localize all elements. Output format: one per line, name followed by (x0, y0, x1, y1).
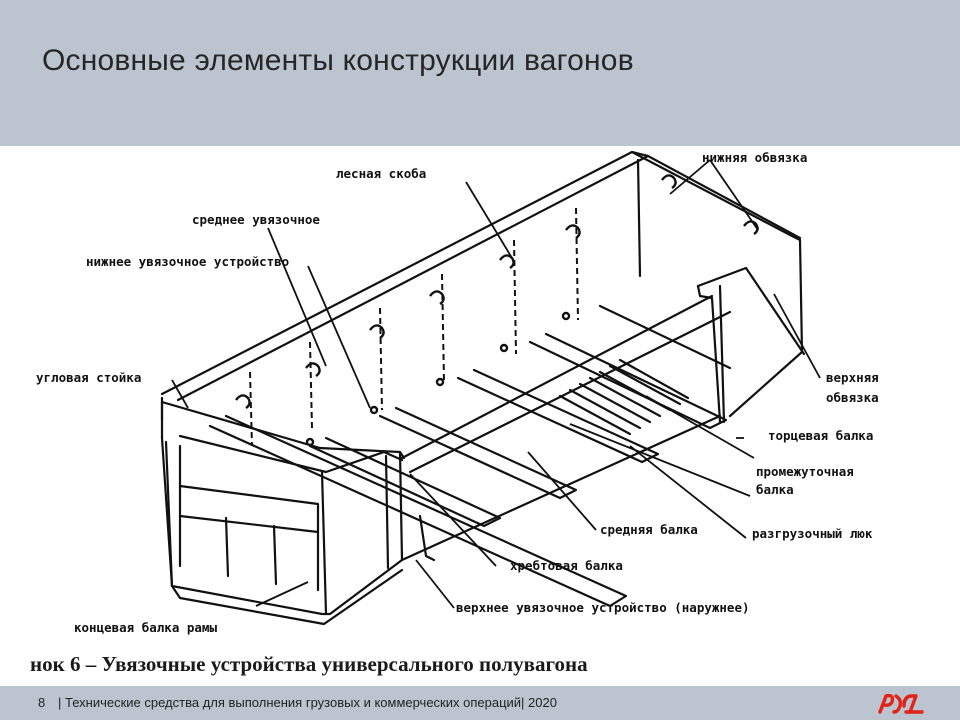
leader-lines (171, 159, 821, 609)
label-promezhutochnaya: промежуточная (756, 464, 854, 479)
slide-footer: 8 | Технические средства для выполнения … (0, 686, 960, 720)
footer-text: | Технические средства для выполнения гр… (58, 695, 557, 710)
rzd-logo-icon (878, 693, 924, 714)
label-razgruzochny-lyuk: разгрузочный люк (752, 526, 873, 541)
label-srednyaya-balka: средняя балка (600, 522, 698, 537)
label-nizhnee-uvyazochnoe: нижнее увязочное устройство (86, 254, 289, 269)
slide-header: Основные элементы конструкции вагонов (0, 0, 960, 146)
lashing-hooks (235, 174, 759, 447)
label-kontsevaya-balka: концевая балка рамы (74, 620, 217, 635)
figure-caption: нок 6 – Увязочные устройства универсальн… (30, 652, 588, 676)
label-obvyazka: обвязка (826, 390, 879, 405)
label-tortsevaya-balka: торцевая балка (768, 428, 873, 443)
wagon-body-lines (160, 150, 806, 626)
label-nizhnyaya-obvyazka: нижняя обвязка (702, 150, 807, 165)
label-verkhnee-uvyazochnoe: верхнее увязочное устройство (наружнее) (456, 600, 750, 615)
page-number: 8 (38, 695, 46, 710)
slide-title: Основные элементы конструкции вагонов (42, 44, 634, 77)
wagon-stakes (249, 207, 579, 447)
label-srednee-uvyazochnoe: среднее увязочное (192, 212, 320, 227)
label-promezhutochnaya-balka: балка (756, 482, 794, 497)
label-lesnaya-skoba: лесная скоба (336, 166, 426, 181)
wagon-diagram: нижняя обвязка лесная скоба среднее увяз… (30, 146, 912, 682)
wagon-drawing: нижняя обвязка лесная скоба среднее увяз… (36, 150, 879, 635)
label-khrebtovaya-balka: хребтовая балка (510, 558, 623, 573)
label-uglovaya-stoyka: угловая стойка (36, 370, 141, 385)
label-verkhnyaya: верхняя (826, 370, 879, 385)
